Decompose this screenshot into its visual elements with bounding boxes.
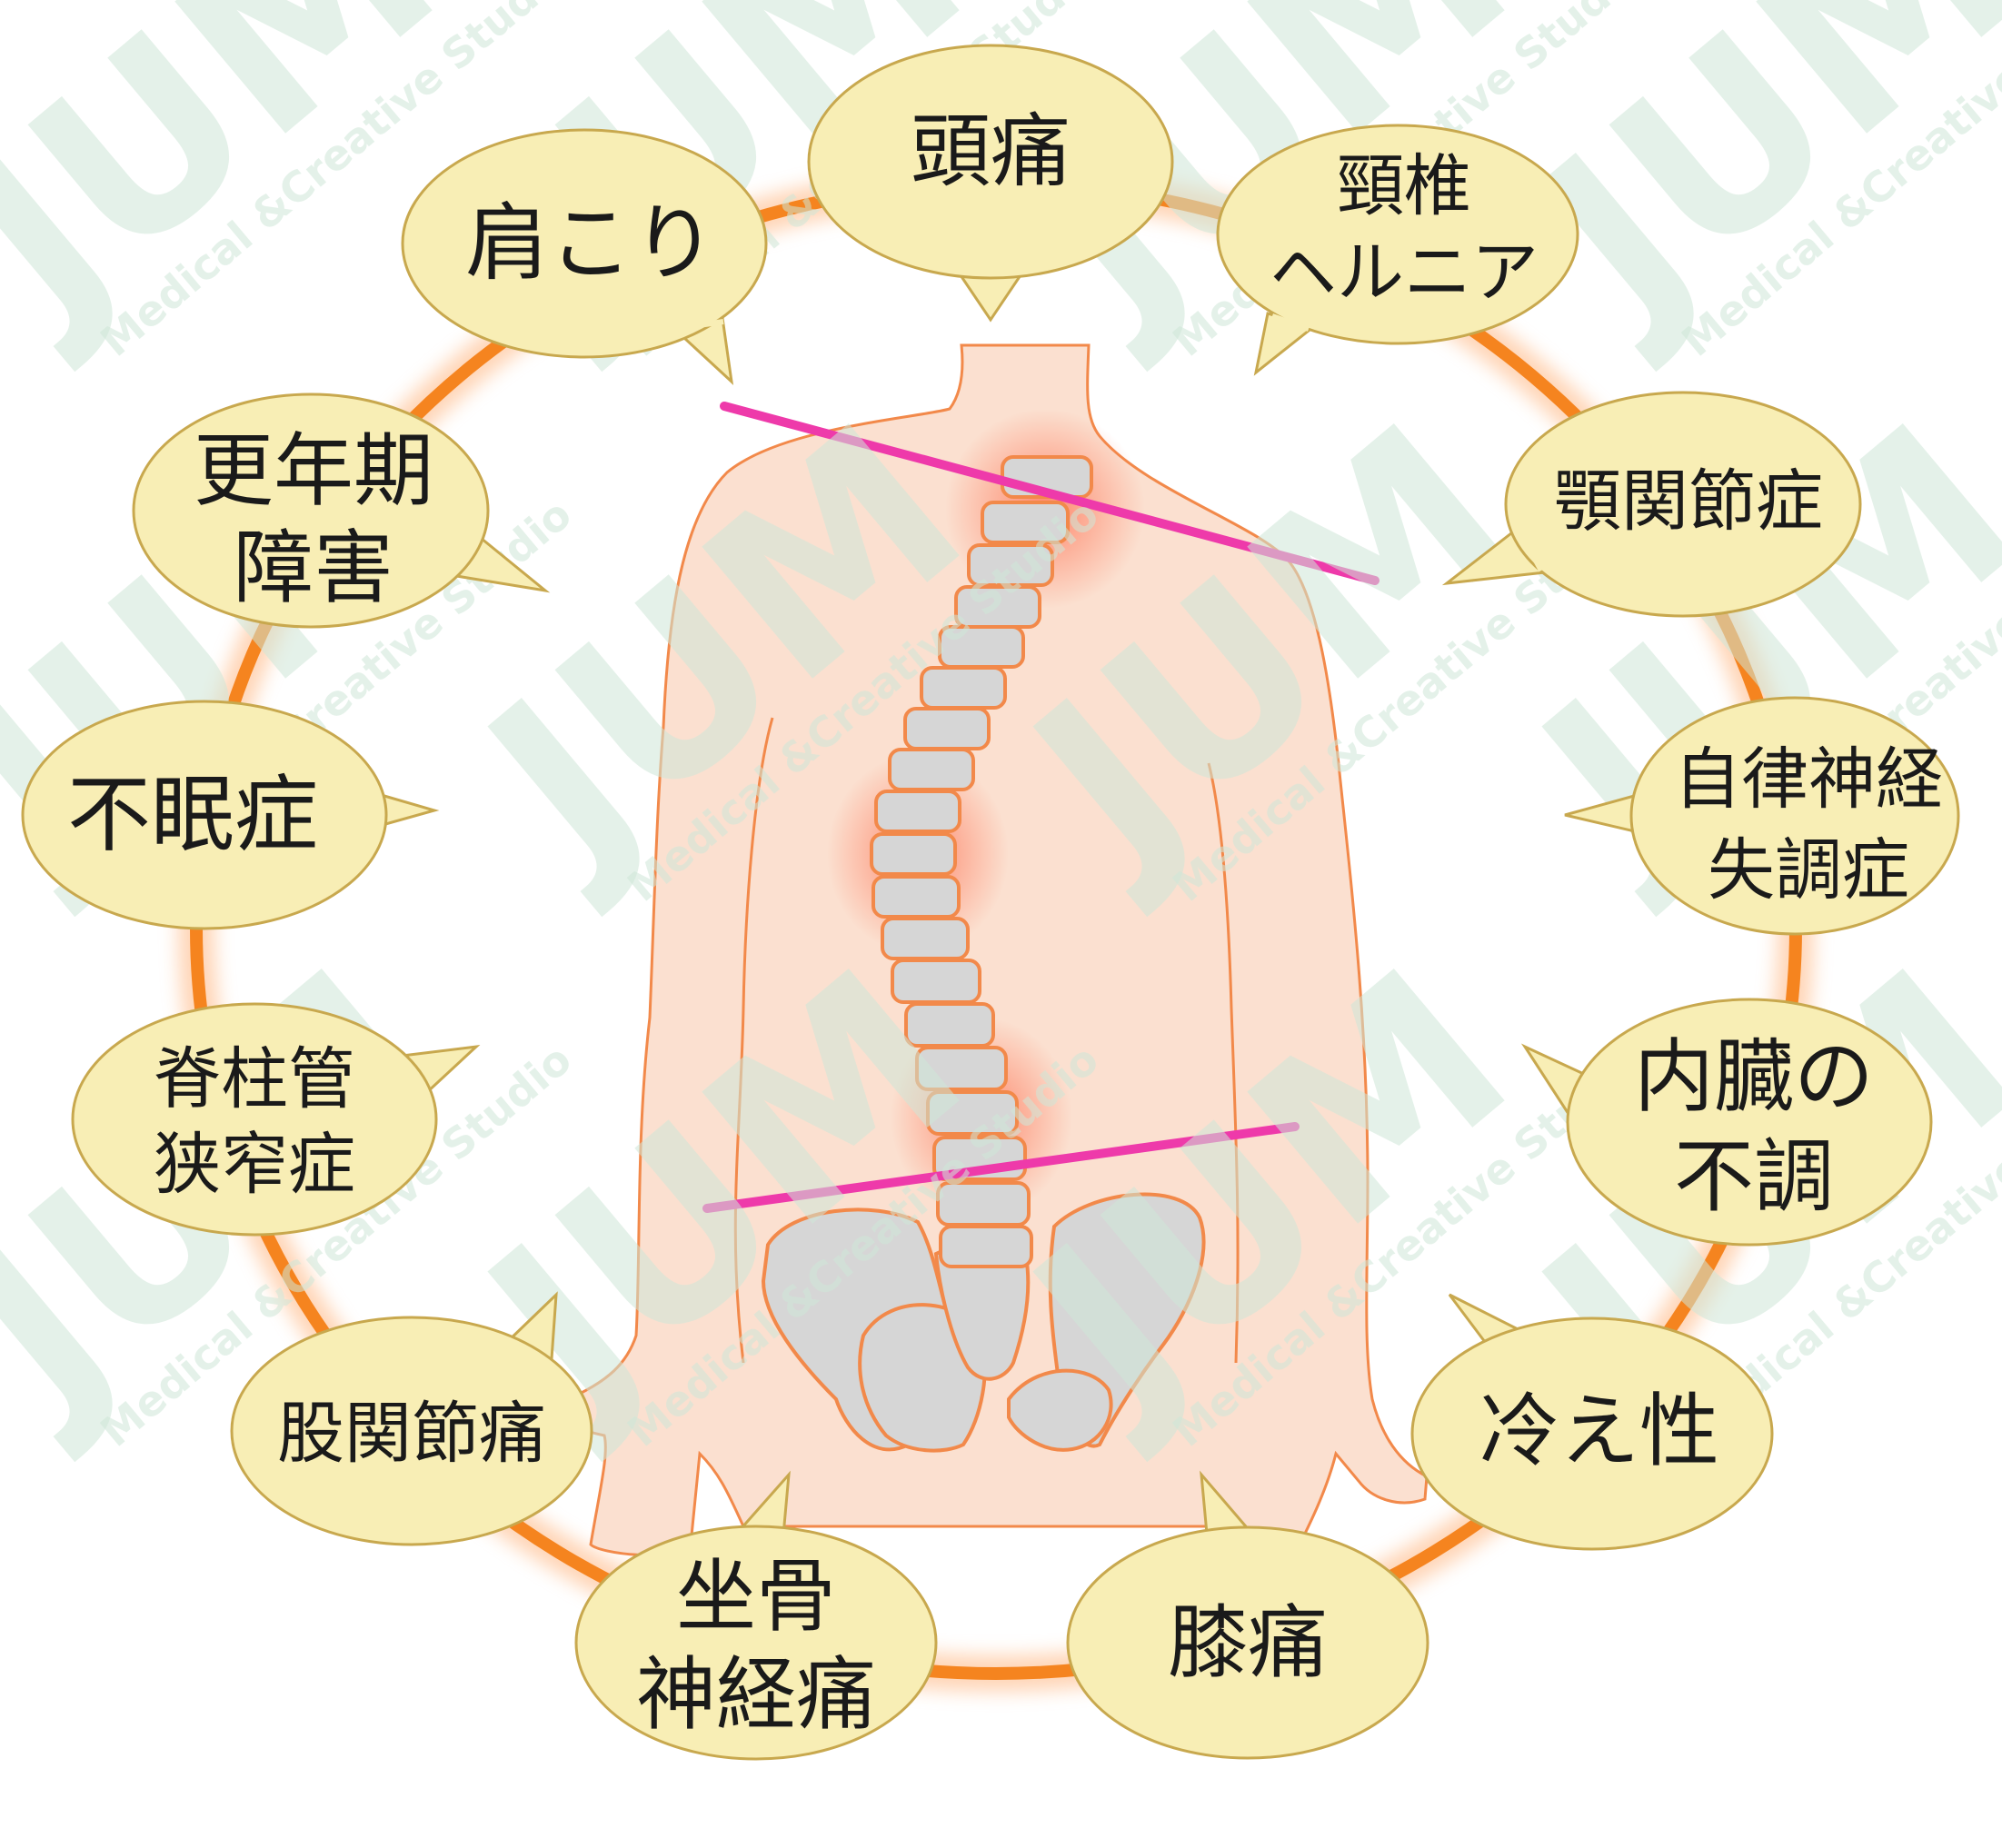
vertebra (926, 1090, 1019, 1136)
stenosis-label-1: 脊柱管 (154, 1040, 355, 1118)
cold-label: 冷え性 (1479, 1385, 1719, 1478)
vertebra (915, 1046, 1008, 1091)
bubble-autonomic: 自律神経 失調症 (1564, 696, 1960, 936)
vertebra (981, 501, 1070, 544)
cervical-hernia-label-1: 頸椎 (1337, 147, 1471, 225)
bubble-stenosis: 脊柱管 狭窄症 (71, 1002, 481, 1237)
hip-tilt-line (702, 1122, 1300, 1213)
tmj-label: 顎関節症 (1554, 462, 1823, 541)
vertebra (939, 1225, 1033, 1268)
sciatica-label-1: 坐骨 (676, 1550, 836, 1644)
insomnia-label: 不眠症 (67, 767, 318, 864)
cervical-hernia-label-2: ヘルニア (1270, 233, 1539, 312)
bubble-menopause: 更年期 障害 (132, 392, 551, 629)
bubble-tmj: 顎関節症 (1441, 391, 1862, 618)
vertebra (903, 707, 991, 750)
vertebra (874, 790, 961, 833)
sciatica-label-2: 神経痛 (636, 1648, 876, 1742)
svg-text:頭痛: 頭痛 (911, 104, 1071, 198)
bubble-cervical-hernia: 頸椎 ヘルニア (1216, 124, 1579, 376)
pelvis-right-lower (1007, 1368, 1113, 1452)
vertebra (870, 832, 957, 876)
pelvis-left-lower (858, 1303, 987, 1453)
knee-label: 膝痛 (1168, 1596, 1328, 1690)
autonomic-label-2: 失調症 (1708, 831, 1909, 909)
vertebra (881, 917, 970, 960)
bubble-headache: 頭痛 (807, 44, 1174, 323)
visceral-label-2: 不調 (1674, 1130, 1834, 1224)
visceral-label-1: 内臓の (1634, 1030, 1874, 1124)
vertebra (872, 875, 961, 919)
headache-label-1: 頭痛 (911, 104, 1071, 198)
shoulder-label: 肩こり (465, 195, 716, 293)
bubble-visceral: 内臓の 不調 (1520, 998, 1933, 1247)
bubble-knee: 膝痛 (1066, 1470, 1429, 1760)
menopause-label-1: 更年期 (194, 424, 433, 518)
vertebra (891, 959, 981, 1004)
bubble-shoulder: 肩こり (401, 128, 768, 385)
bubble-cold: 冷え性 (1410, 1293, 1774, 1551)
menopause-label-2: 障害 (234, 522, 393, 615)
bubble-hip: 股関節痛 (230, 1291, 593, 1546)
pelvis (761, 1192, 1206, 1453)
shoulder-tilt-line (720, 402, 1379, 585)
autonomic-label-1: 自律神経 (1674, 740, 1943, 819)
bubble-insomnia: 不眠症 (21, 700, 440, 930)
right-inner-arm-line (1207, 762, 1240, 1364)
bubble-sciatica: 坐骨 神経痛 (574, 1470, 938, 1761)
hip-label: 股関節痛 (277, 1395, 546, 1473)
vertebra (888, 748, 975, 791)
stenosis-label-2: 狭窄症 (154, 1126, 355, 1204)
watermark-logo: JUM (0, 0, 485, 380)
left-inner-arm-line (733, 717, 774, 1364)
